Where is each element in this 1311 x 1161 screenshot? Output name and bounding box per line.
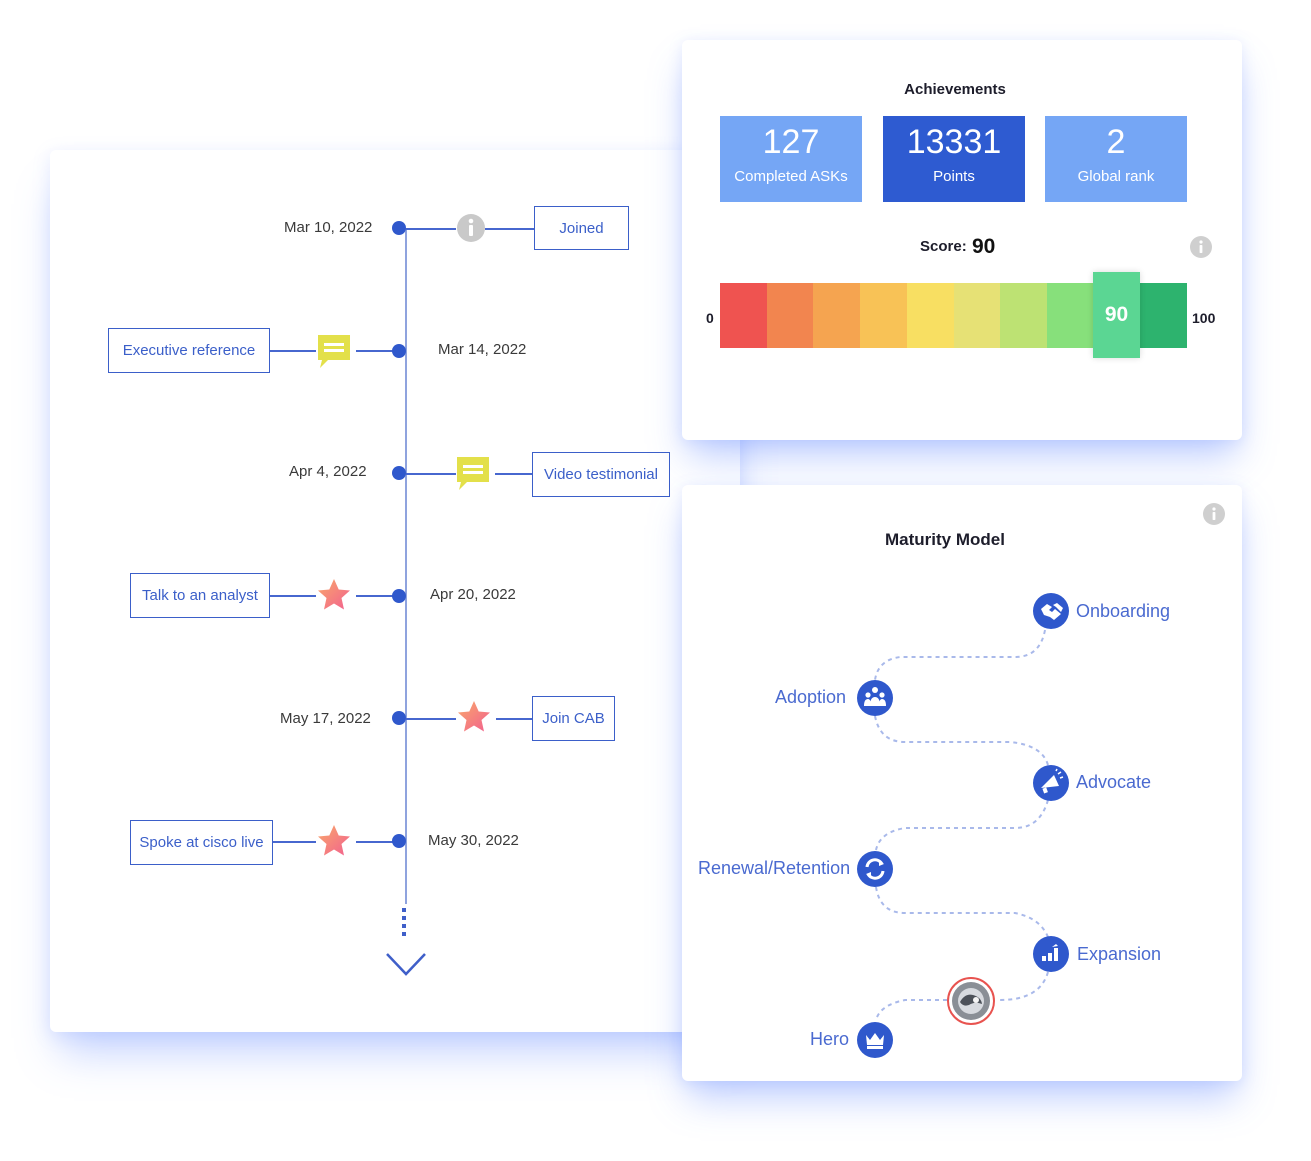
timeline-connector xyxy=(406,228,456,230)
chat-bubble-icon xyxy=(455,455,491,491)
timeline-node xyxy=(392,711,406,725)
stat-label: Points xyxy=(933,168,975,185)
scale-segment xyxy=(813,283,861,348)
timeline-node xyxy=(392,834,406,848)
timeline-connector xyxy=(356,841,396,843)
score-value: 90 xyxy=(972,235,996,258)
timeline-date: Apr 20, 2022 xyxy=(430,586,516,603)
achievements-card xyxy=(682,40,1242,440)
scale-segment xyxy=(860,283,907,348)
refresh-icon[interactable] xyxy=(856,850,894,888)
scale-segment xyxy=(906,283,954,348)
info-icon[interactable] xyxy=(1202,502,1226,526)
info-icon xyxy=(453,210,489,246)
scale-segment xyxy=(720,283,767,348)
timeline-connector xyxy=(495,473,533,475)
star-icon xyxy=(316,823,352,859)
scale-segment xyxy=(1046,283,1094,348)
star-icon xyxy=(316,577,352,613)
group-icon[interactable] xyxy=(856,679,894,717)
stat-completed-asks: 127 Completed ASKs xyxy=(720,116,862,202)
score-marker: 90 xyxy=(1093,272,1140,358)
scale-segment xyxy=(953,283,1001,348)
info-icon[interactable] xyxy=(1189,235,1213,259)
scale-min: 0 xyxy=(706,310,714,326)
timeline-date: May 30, 2022 xyxy=(428,832,519,849)
stage-label-adoption: Adoption xyxy=(775,687,847,707)
avatar[interactable] xyxy=(947,977,995,1025)
timeline-date: Apr 4, 2022 xyxy=(289,463,367,480)
bar-chart-icon[interactable] xyxy=(1032,935,1070,973)
timeline-connector xyxy=(485,228,535,230)
timeline-date: Mar 10, 2022 xyxy=(284,219,373,236)
stage-label-expansion: Expansion xyxy=(1077,944,1162,964)
star-icon xyxy=(456,699,492,735)
timeline-connector xyxy=(356,350,396,352)
stat-label: Completed ASKs xyxy=(734,168,848,185)
timeline-event-talk-to-analyst[interactable]: Talk to an analyst xyxy=(130,573,270,618)
timeline-connector xyxy=(496,718,533,720)
maturity-title: Maturity Model xyxy=(885,530,1005,549)
scale-segment xyxy=(1140,283,1188,348)
timeline-connector xyxy=(270,595,316,597)
score-scale-bar xyxy=(720,283,1188,348)
timeline-connector xyxy=(273,841,316,843)
timeline-node xyxy=(392,344,406,358)
stat-points: 13331 Points xyxy=(883,116,1025,202)
timeline-connector xyxy=(270,350,316,352)
timeline-event-executive-reference[interactable]: Executive reference xyxy=(108,328,270,373)
timeline-event-video-testimonial[interactable]: Video testimonial xyxy=(532,452,670,497)
stage-label-hero: Hero xyxy=(810,1029,850,1049)
crown-icon[interactable] xyxy=(856,1021,894,1059)
timeline-event-join-cab[interactable]: Join CAB xyxy=(532,696,615,741)
achievements-title: Achievements xyxy=(904,81,1006,98)
scale-segment xyxy=(1000,283,1047,348)
timeline-event-joined[interactable]: Joined xyxy=(534,206,629,250)
stage-label-renewal-retention: Renewal/Retention xyxy=(698,858,851,878)
chat-bubble-icon xyxy=(316,333,352,369)
timeline-event-spoke-at-cisco-live[interactable]: Spoke at cisco live xyxy=(130,820,273,865)
stat-global-rank: 2 Global rank xyxy=(1045,116,1187,202)
timeline-connector xyxy=(406,718,456,720)
handshake-icon[interactable] xyxy=(1032,592,1070,630)
stage-label-advocate: Advocate xyxy=(1076,772,1152,792)
stat-value: 13331 xyxy=(906,123,1002,161)
timeline-connector xyxy=(406,473,456,475)
timeline-connector xyxy=(356,595,396,597)
timeline-node xyxy=(392,221,406,235)
scale-segment xyxy=(766,283,814,348)
timeline-node xyxy=(392,589,406,603)
stat-value: 127 xyxy=(762,123,820,161)
timeline-axis xyxy=(405,228,407,904)
timeline-date: Mar 14, 2022 xyxy=(438,341,527,358)
scale-max: 100 xyxy=(1192,310,1216,326)
timeline-continuation-dots xyxy=(402,908,406,938)
score-label: Score: xyxy=(920,238,967,255)
timeline-date: May 17, 2022 xyxy=(280,710,371,727)
megaphone-icon[interactable] xyxy=(1032,764,1070,802)
chevron-down-icon[interactable] xyxy=(385,950,427,978)
stat-label: Global rank xyxy=(1077,168,1155,185)
timeline-node xyxy=(392,466,406,480)
stat-value: 2 xyxy=(1106,123,1126,161)
stage-label-onboarding: Onboarding xyxy=(1076,601,1171,621)
